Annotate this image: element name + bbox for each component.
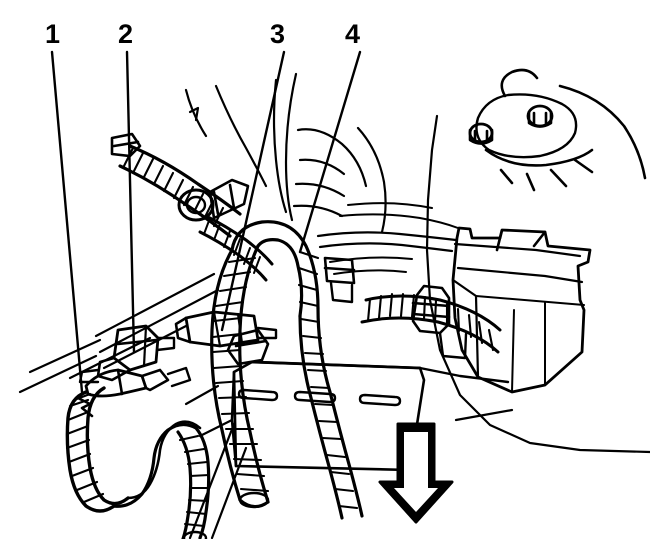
downward-direction-arrow — [378, 422, 454, 524]
bracket-slot — [237, 388, 402, 407]
braided-hose — [65, 366, 192, 513]
body-panel — [425, 84, 650, 454]
conduit-clamp-band — [226, 328, 270, 366]
conduit-branch-right — [360, 292, 502, 354]
callout-label-4: 4 — [345, 19, 361, 49]
frame-rail-lines — [18, 272, 220, 394]
corrugated-conduit-lower-left — [198, 214, 274, 282]
return-hose-lower — [112, 420, 202, 508]
callout-label-2: 2 — [118, 19, 134, 49]
leader-line-3 — [220, 50, 286, 332]
control-module — [451, 226, 592, 394]
electrical-connector-mid — [174, 310, 278, 348]
leader-line-4 — [298, 50, 362, 254]
lower-guide-lines — [188, 408, 514, 539]
mounting-bracket — [184, 360, 510, 472]
callout-leader-lines — [50, 50, 362, 394]
hose-grommet-fitting — [177, 178, 250, 222]
wire-bundle — [316, 202, 459, 275]
inline-connector-right — [323, 256, 356, 304]
mounting-bolt-large — [526, 104, 554, 128]
conduit-loop-center — [210, 220, 364, 520]
callout-label-1: 1 — [45, 19, 61, 49]
leader-line-1 — [50, 50, 84, 394]
drawing-linework — [18, 50, 650, 539]
bolt-boss-recess — [475, 68, 594, 192]
leader-line-2 — [125, 50, 136, 354]
callout-label-3: 3 — [270, 19, 286, 49]
